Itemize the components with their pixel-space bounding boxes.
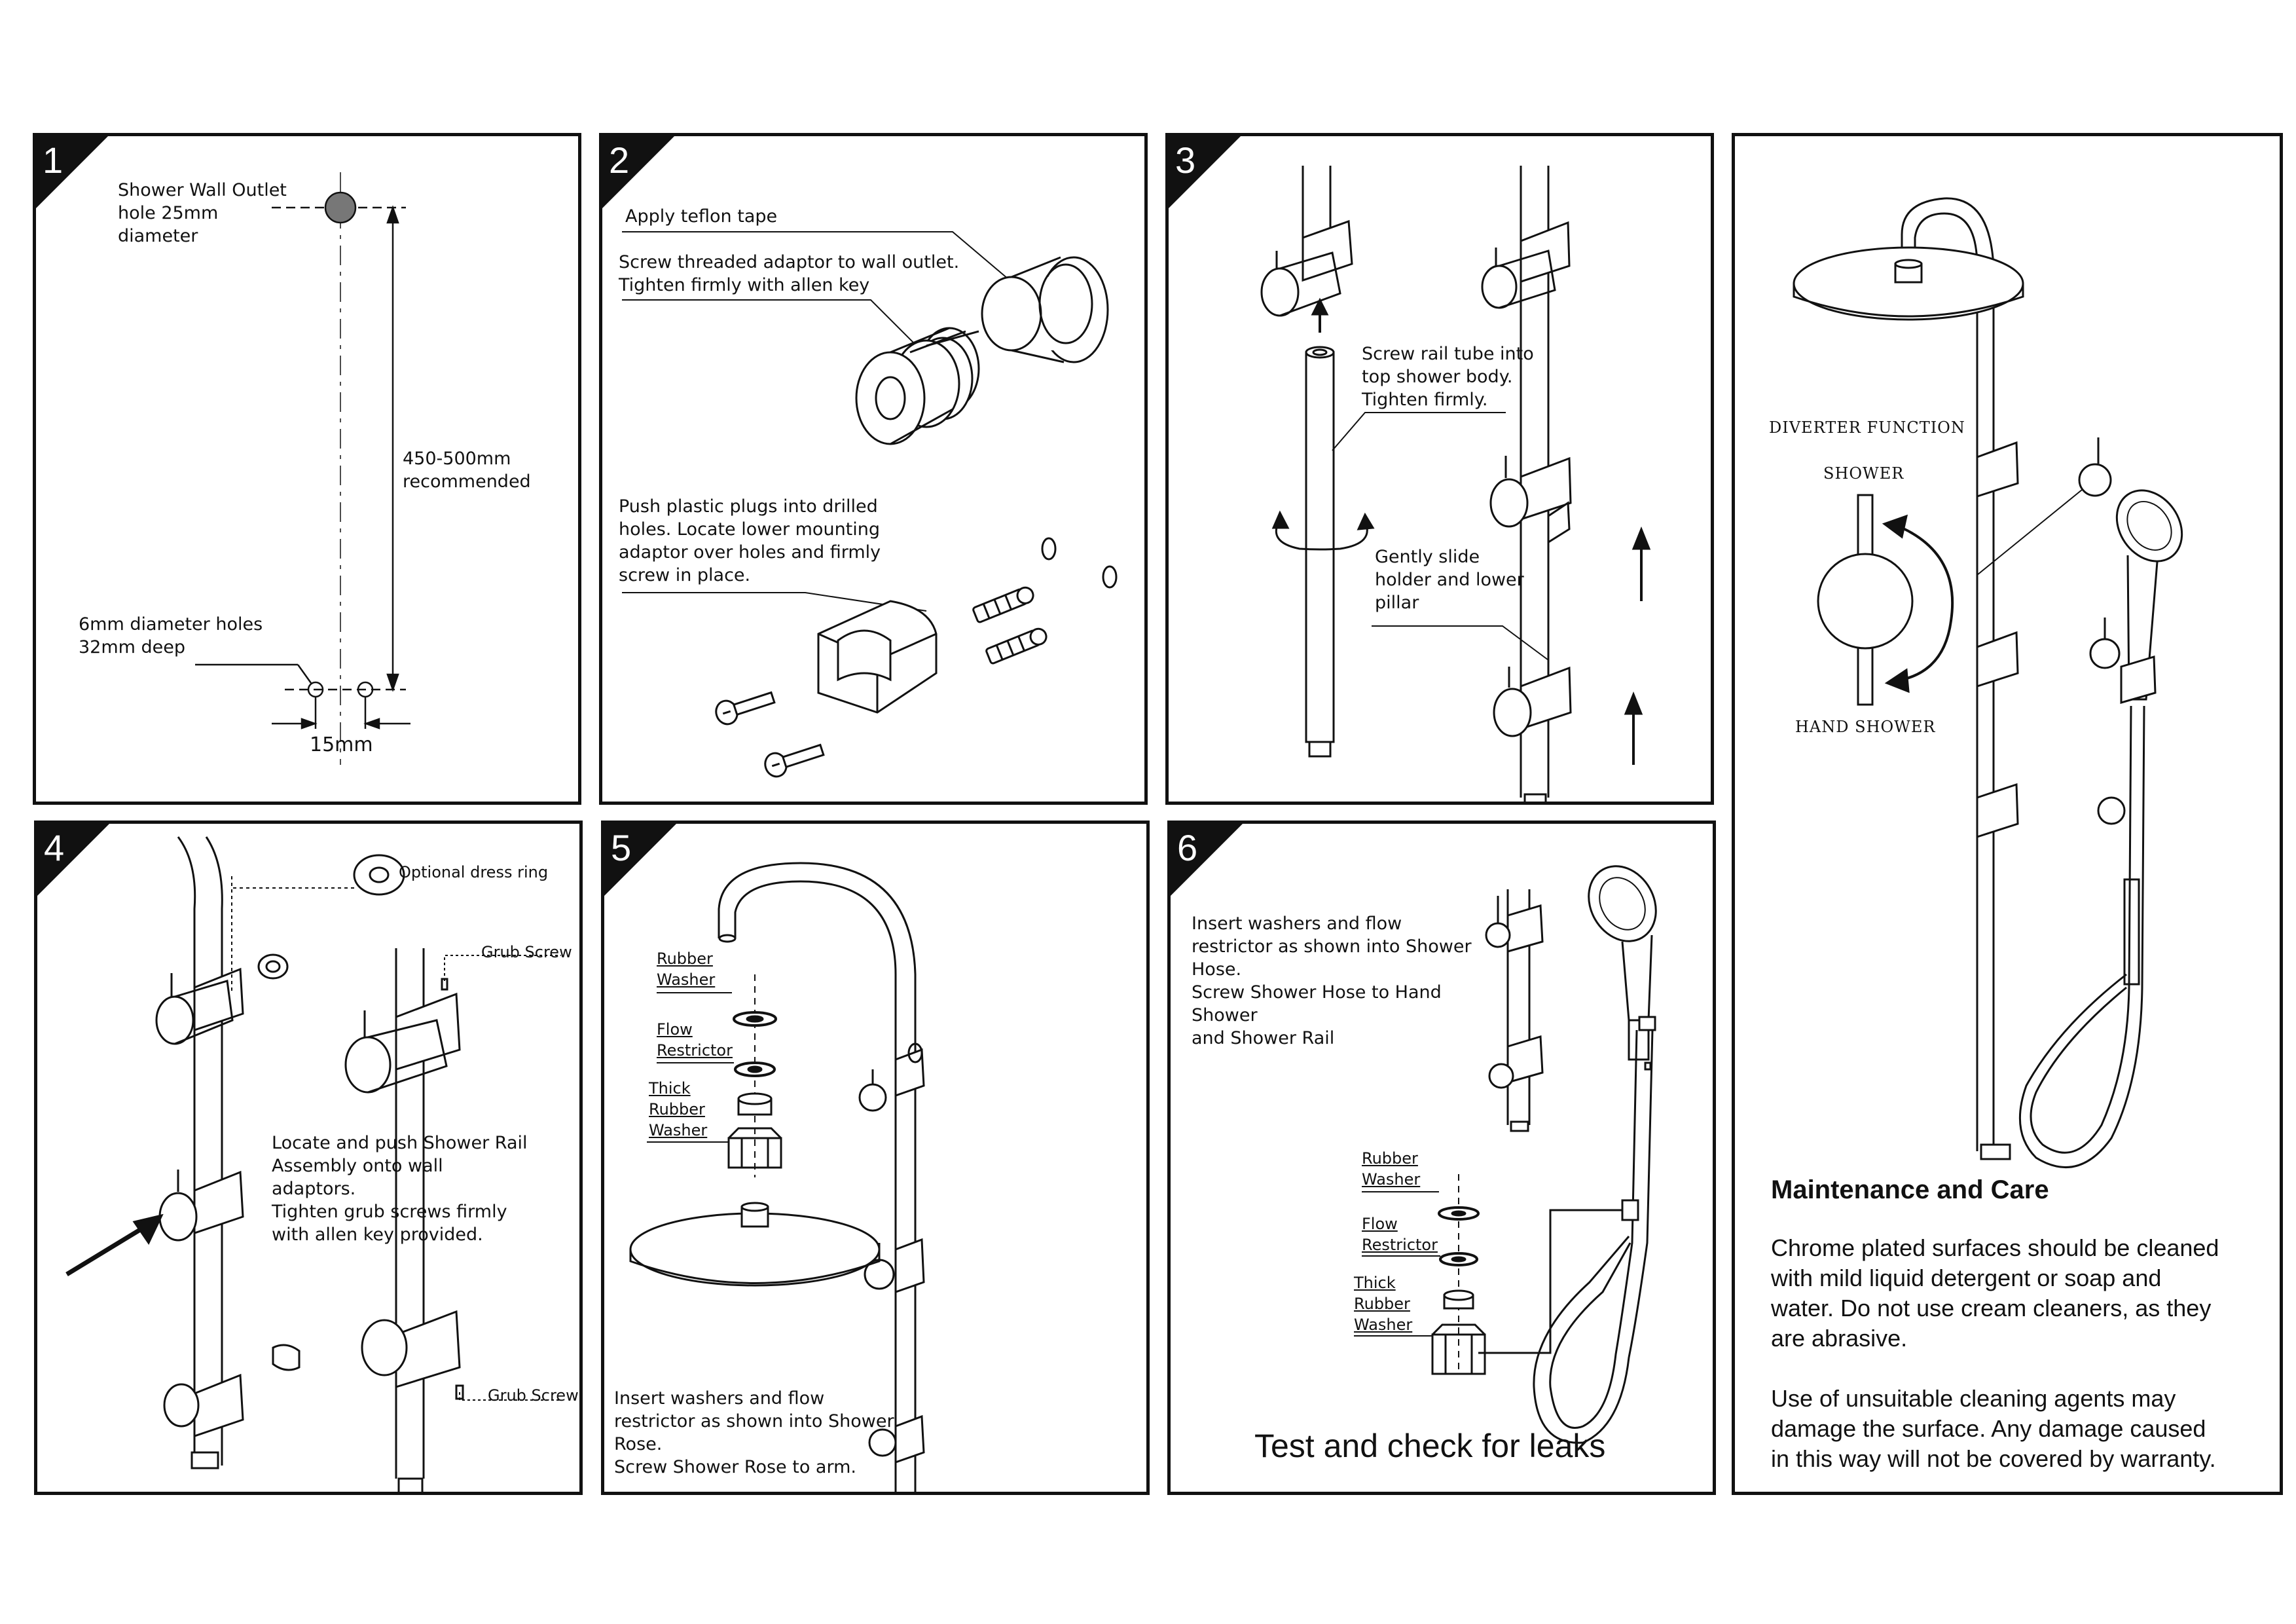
step-number: 4 <box>44 827 65 868</box>
test-leaks-label: Test and check for leaks <box>1254 1428 1606 1464</box>
panel-1: 1 Shower Wall Outlet hole 25mm diameter … <box>33 133 581 805</box>
flow-restrictor-label: Flow Restrictor <box>657 1020 733 1060</box>
step-number: 5 <box>611 827 632 868</box>
panel-5: 5 <box>601 821 1150 1495</box>
panel-2: 2 <box>599 133 1148 805</box>
step-corner <box>604 824 676 896</box>
dress-ring-label: Optional dress ring <box>399 863 549 881</box>
hose-connection-drawing <box>1171 824 1716 1495</box>
maintenance-panel: DIVERTER FUNCTION SHOWER HAND SHOWER Mai… <box>1732 133 2283 1495</box>
step-number: 6 <box>1177 827 1198 868</box>
diverter-hand-shower-label: HAND SHOWER <box>1795 718 1936 736</box>
rail-label: Screw rail tube into top shower body. Ti… <box>1362 344 1534 410</box>
step-corner <box>37 824 109 896</box>
panel-4: 4 <box>34 821 583 1495</box>
outlet-label: Shower Wall Outlet hole 25mm diameter <box>118 180 287 246</box>
insert-label: Insert washers and flow restrictor as sh… <box>614 1388 894 1477</box>
locate-label: Locate and push Shower Rail Assembly ont… <box>272 1133 528 1245</box>
rail-mounting-drawing <box>37 824 583 1492</box>
diverter-title: DIVERTER FUNCTION <box>1769 418 1965 437</box>
maintenance-paragraph-2: Use of unsuitable cleaning agents may da… <box>1771 1385 2216 1472</box>
rubber-washer-label: Rubber Washer <box>1362 1149 1421 1189</box>
slide-label: Gently slide holder and lower pillar <box>1375 547 1524 613</box>
maintenance-heading: Maintenance and Care <box>1771 1175 2049 1204</box>
rail-assembly-drawing <box>1169 136 1714 802</box>
thick-washer-label: Thick Rubber Washer <box>649 1079 708 1139</box>
thick-washer-label: Thick Rubber Washer <box>1354 1274 1413 1334</box>
diverter-shower-label: SHOWER <box>1823 464 1904 483</box>
recommended-label: 450-500mm recommended <box>403 449 531 492</box>
adaptor-drawing <box>602 136 1148 805</box>
panel-3: 3 <box>1165 133 1714 805</box>
panel-6: 6 <box>1167 821 1716 1495</box>
step-number: 1 <box>43 139 64 181</box>
step-corner <box>1171 824 1243 896</box>
maintenance-paragraph-1: Chrome plated surfaces should be cleaned… <box>1771 1234 2219 1352</box>
flow-restrictor-label: Flow Restrictor <box>1362 1215 1438 1254</box>
step-corner <box>1169 136 1241 208</box>
insert-label: Insert washers and flow restrictor as sh… <box>1192 913 1472 1048</box>
grub-screw-top-label: Grub Screw <box>481 943 572 961</box>
complete-shower-drawing <box>1735 136 2283 1495</box>
rubber-washer-label: Rubber Washer <box>657 950 716 989</box>
adaptor-label: Screw threaded adaptor to wall outlet. T… <box>619 252 960 295</box>
spacing-label: 15mm <box>310 733 373 756</box>
teflon-label: Apply teflon tape <box>625 206 778 227</box>
step-corner <box>602 136 674 208</box>
step-number: 2 <box>609 139 630 181</box>
shower-rose-drawing <box>604 824 1150 1495</box>
wall-outlet-drawing <box>36 136 581 805</box>
step-corner <box>36 136 108 208</box>
plugs-label: Push plastic plugs into drilled holes. L… <box>619 496 881 585</box>
step-number: 3 <box>1175 139 1196 181</box>
holes-label: 6mm diameter holes 32mm deep <box>79 614 263 657</box>
grub-screw-bottom-label: Grub Screw <box>488 1386 579 1405</box>
